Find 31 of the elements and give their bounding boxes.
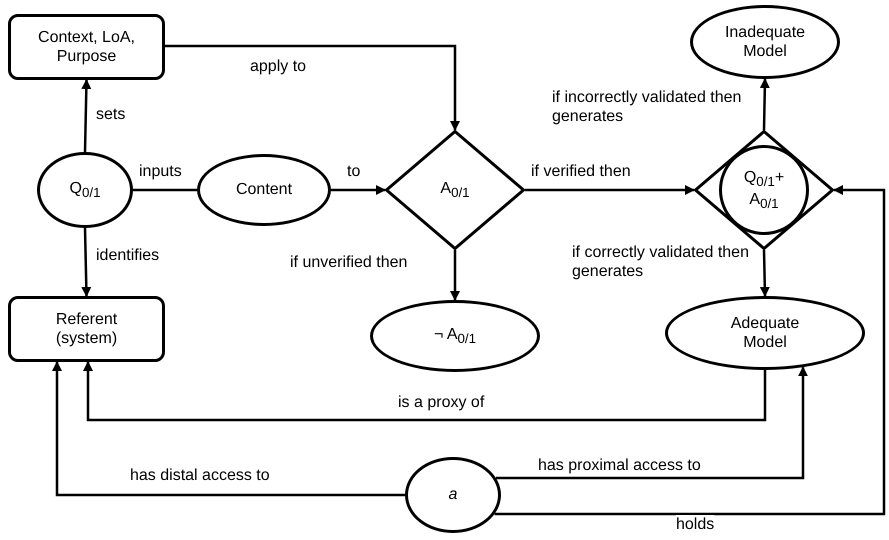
arrow xyxy=(81,79,92,152)
arrow xyxy=(450,250,460,301)
arrow xyxy=(760,78,770,130)
arrow xyxy=(165,44,460,131)
node-label: Inadequate Model xyxy=(724,22,806,62)
node-label: ¬ A$_{0/1}$ xyxy=(434,324,476,348)
arrow xyxy=(81,228,92,297)
rounded-box xyxy=(8,14,165,80)
connector-line xyxy=(133,188,197,192)
edge-label: inputs xyxy=(139,162,182,182)
edge-label: apply to xyxy=(250,57,306,76)
node-label: A$_{0/1}$ xyxy=(440,178,470,202)
node-label: Q$_{0/1}$+ A$_{0/1}$ xyxy=(742,168,786,212)
node-label: a xyxy=(448,485,458,505)
rounded-box xyxy=(8,296,165,362)
circle-node xyxy=(719,145,809,235)
arrow xyxy=(760,250,770,297)
edge-label: is a proxy of xyxy=(398,393,484,412)
arrow xyxy=(52,361,405,496)
node-label: Adequate Model xyxy=(730,314,800,352)
edge-label: if incorrectly validated then generates xyxy=(552,88,742,126)
node-label: Referent (system) xyxy=(54,310,118,348)
decision-diamond xyxy=(385,130,525,250)
arrow xyxy=(525,185,695,195)
node-label: Content xyxy=(236,180,292,200)
edge-label: has proximal access to xyxy=(538,456,701,476)
node-label: Context, LoA, Purpose xyxy=(37,28,136,66)
arrow xyxy=(83,361,766,422)
node-label: Q$_{0/1}$ xyxy=(70,178,100,202)
arrow xyxy=(494,185,886,516)
arrow xyxy=(331,185,386,195)
